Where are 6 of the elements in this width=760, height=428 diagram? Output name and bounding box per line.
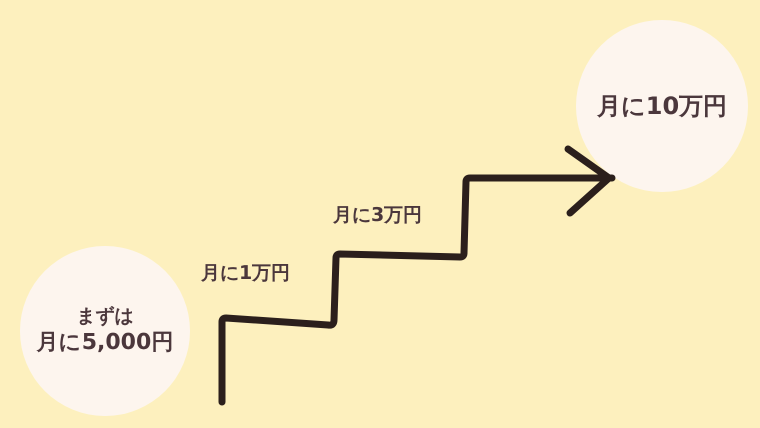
amount-text: 月に10万円 <box>596 91 728 121</box>
stair-arrow <box>218 146 616 406</box>
intro-text: まずは <box>76 305 134 330</box>
step-label: 月に1万円 <box>201 261 290 286</box>
step-label: 月に3万円 <box>333 203 422 228</box>
amount-text: 月に5,000円 <box>36 329 174 357</box>
